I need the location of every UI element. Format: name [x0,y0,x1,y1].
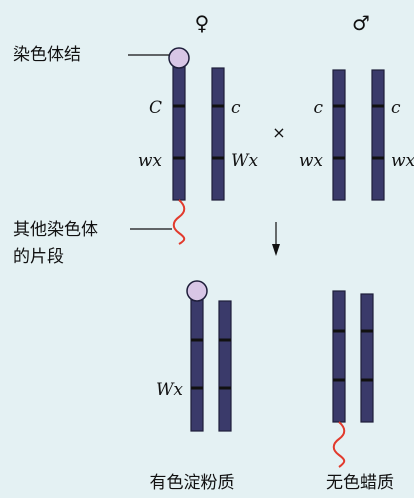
offspring-right-chromosome-2 [360,293,374,423]
allele-c-label: c [231,98,241,118]
chromosome-fragment [332,421,346,468]
allele-wx-label: wx [138,151,163,171]
allele-Wx-label: Wx [231,151,258,171]
allele-wx-label: wx [391,151,414,171]
chromosome-knob [168,47,190,69]
female-chromosome-pair: C wx c Wx [138,47,258,245]
allele-c-label: c [391,98,401,118]
allele-c-label: c [313,98,323,118]
phenotype-right-label: 无色蜡质 [326,473,394,493]
allele-Wx-label: Wx [156,380,183,400]
fragment-label-line2: 的片段 [13,247,64,267]
offspring-right-pair [332,290,374,468]
offspring-left-pair: Wx [156,280,232,432]
offspring-right-chromosome-1 [332,290,346,423]
female-chromosome-right [211,67,225,201]
allele-C-label: C [149,98,162,118]
male-symbol: ♂ [352,11,370,35]
down-arrow-icon [272,222,280,256]
male-chromosome-left [332,69,346,201]
chromosome-fragment [172,199,186,245]
female-symbol: ♀ [195,11,210,35]
phenotype-left-label: 有色淀粉质 [150,473,235,493]
cross-symbol: × [272,123,285,142]
female-chromosome-left [172,63,186,201]
male-chromosome-right [371,69,385,201]
knob-label: 染色体结 [13,45,81,65]
fragment-label-line1: 其他染色体 [13,220,98,240]
allele-wx-label: wx [299,151,324,171]
offspring-left-chromosome-2 [218,300,232,432]
chromosome-knob [186,280,208,302]
offspring-left-chromosome-1 [190,296,204,432]
male-chromosome-pair: c wx c wx [299,69,414,201]
